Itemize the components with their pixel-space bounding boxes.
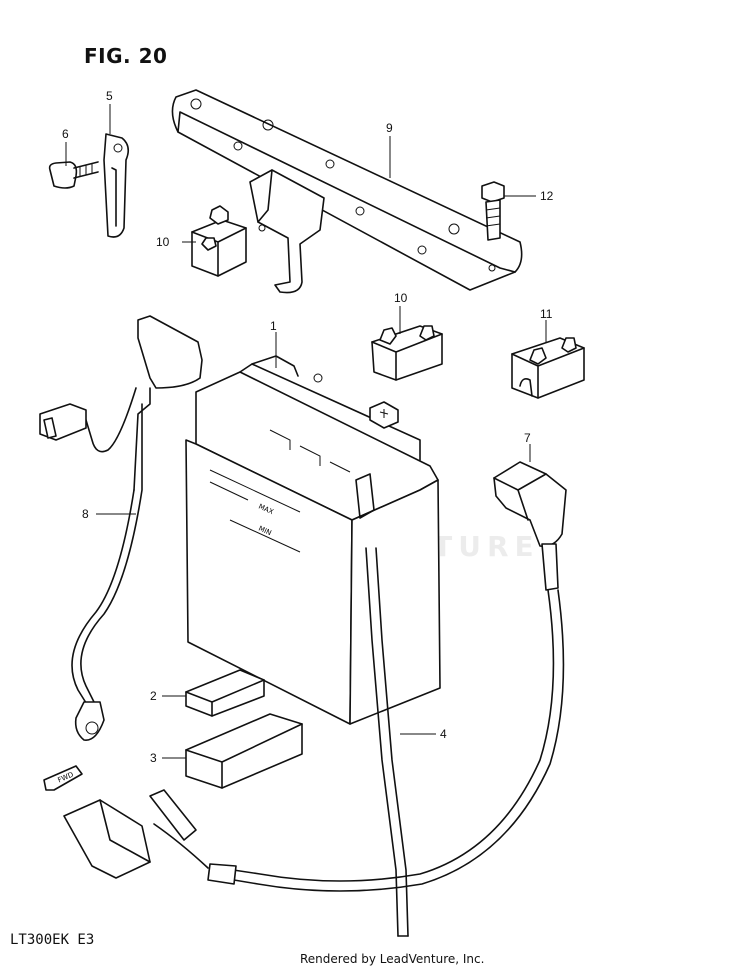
- battery-strap: [103, 133, 130, 238]
- callout-5: 5: [106, 89, 113, 103]
- callout-3: 3: [150, 751, 157, 765]
- callout-12: 12: [540, 189, 554, 203]
- forward-arrow-icon: FWD: [43, 765, 83, 791]
- callout-2: 2: [150, 689, 157, 703]
- strap-bolt: [48, 161, 99, 189]
- battery-spacer: [185, 713, 303, 789]
- battery-pad: [185, 669, 265, 717]
- negative-cable: [39, 315, 203, 741]
- callout-1: 1: [270, 319, 277, 333]
- callout-11: 11: [540, 307, 553, 321]
- battery: [185, 355, 441, 725]
- battery-cushion-upper: [191, 205, 247, 277]
- callout-labels: 1 2 3 4 5 6 7 8 9 10 10 11 12: [62, 89, 554, 765]
- battery-holder-bracket: [171, 89, 523, 294]
- callout-10-lower: 10: [394, 291, 408, 305]
- callout-8: 8: [82, 507, 89, 521]
- battery-cushion-slotted: [511, 337, 585, 399]
- breather-tube: [365, 547, 409, 937]
- callout-6: 6: [62, 127, 69, 141]
- callout-4: 4: [440, 727, 447, 741]
- callout-9: 9: [386, 121, 393, 135]
- callout-leaders: [65, 104, 547, 759]
- positive-terminal-cap: [493, 461, 567, 591]
- model-code: LT300EK E3: [10, 932, 95, 948]
- figure-title: FIG. 20: [84, 44, 168, 68]
- callout-7: 7: [524, 431, 531, 445]
- battery-cushion-lower: [371, 325, 443, 381]
- bracket-bolt: [481, 181, 505, 241]
- callout-10-upper: 10: [156, 235, 170, 249]
- render-credit: Rendered by LeadVenture, Inc.: [300, 952, 485, 966]
- positive-lead: [63, 589, 565, 892]
